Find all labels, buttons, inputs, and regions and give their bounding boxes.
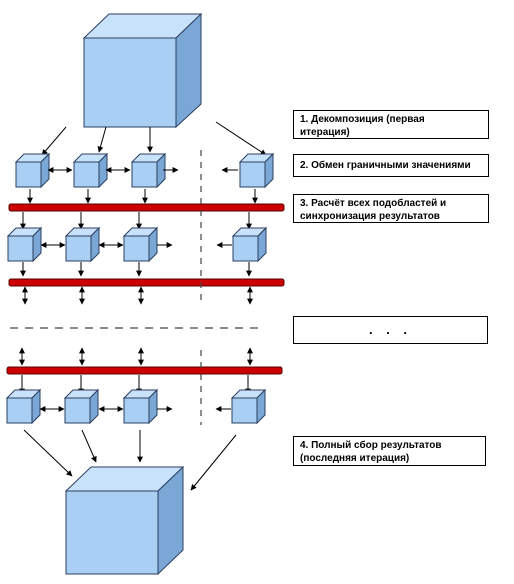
sync-bar-1: [8, 203, 285, 212]
bar1-to-row2-arrows: [20, 212, 252, 230]
subdomain-cube-r1-1: [14, 152, 51, 189]
subdomain-row-2: [6, 226, 268, 263]
row2-to-bar2-arrows: [20, 262, 252, 277]
step-4-label-box: 4. Полный сбор результатов (последняя ит…: [293, 436, 486, 466]
continuation-label-box: . . .: [293, 316, 488, 344]
bar2-down-arrows: [22, 286, 253, 305]
step-4-text: 4. Полный сбор результатов (последняя ит…: [300, 440, 442, 464]
subdomain-cube-r2-1: [6, 226, 43, 263]
subdomain-cube-r3-1: [5, 388, 42, 425]
continuation-text: . . .: [368, 322, 413, 337]
subdomain-cube-r1-2: [72, 152, 109, 189]
step-1-text: 1. Декомпозиция (первая итерация): [300, 114, 425, 138]
full-domain-cube-top: [82, 12, 203, 129]
step-3-text: 3. Расчёт всех подобластей и синхронизац…: [300, 198, 447, 222]
subdomain-cube-r1-4: [238, 152, 275, 189]
subdomain-cube-r3-2: [63, 388, 100, 425]
subdomain-cube-r1-3: [130, 152, 167, 189]
step-1-label-box: 1. Декомпозиция (первая итерация): [293, 110, 489, 139]
subdomain-cube-r2-4: [231, 226, 268, 263]
subdomain-cube-r3-3: [122, 388, 159, 425]
row1-to-bar1-arrows: [27, 189, 258, 204]
sync-bar-3: [6, 366, 283, 375]
subdomain-cube-r2-2: [64, 226, 101, 263]
step-3-label-box: 3. Расчёт всех подобластей и синхронизац…: [293, 194, 489, 223]
gather-arrows: [23, 429, 237, 491]
subdomain-cube-r3-4: [230, 388, 267, 425]
step-2-text: 2. Обмен граничными значениями: [300, 160, 471, 171]
bar3-up-arrows: [19, 347, 253, 366]
sync-bar-2: [8, 278, 285, 287]
assembled-result-cube-bottom: [64, 465, 185, 576]
decomposition-arrows: [41, 121, 267, 156]
step-2-label-box: 2. Обмен граничными значениями: [293, 154, 489, 177]
subdomain-row-3: [5, 388, 267, 425]
subdomain-row-1: [14, 152, 275, 189]
subdomain-cube-r2-3: [122, 226, 159, 263]
